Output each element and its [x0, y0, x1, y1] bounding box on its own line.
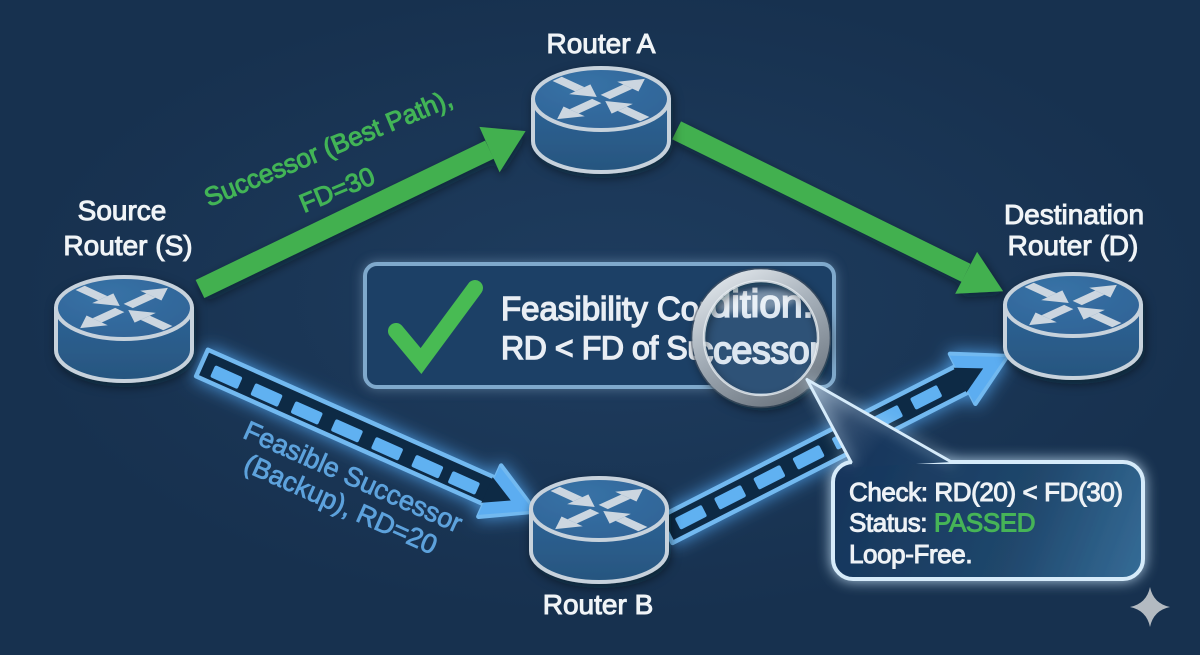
svg-text:Router A: Router A	[547, 28, 656, 59]
svg-text:Router (S): Router (S)	[63, 230, 192, 261]
svg-text:Router B: Router B	[543, 589, 654, 620]
svg-text:RD < FD of Successor: RD < FD of Successor	[454, 330, 821, 372]
svg-text:Loop-Free.: Loop-Free.	[849, 539, 972, 569]
svg-text:Destination: Destination	[1004, 199, 1144, 230]
svg-text:Router (D): Router (D)	[1008, 230, 1139, 261]
svg-text:Source: Source	[78, 195, 167, 226]
svg-text:Status: PASSED: Status: PASSED	[849, 508, 1035, 538]
svg-text:Check: RD(20) < FD(30): Check: RD(20) < FD(30)	[849, 477, 1123, 507]
